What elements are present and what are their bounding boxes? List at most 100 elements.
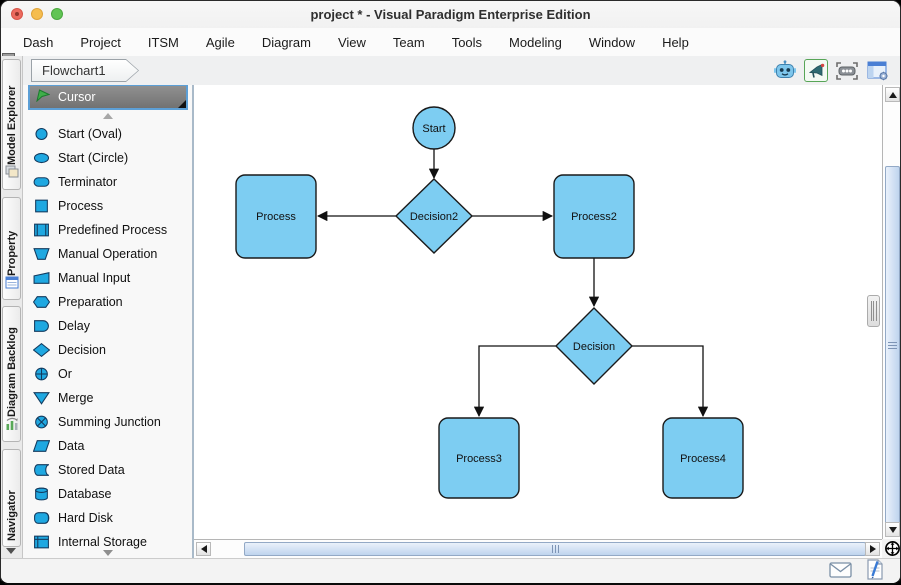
palette-item-stored-data[interactable]: Stored Data: [23, 458, 192, 482]
menu-dash[interactable]: Dash: [23, 34, 54, 50]
palette-item-summing-junction[interactable]: Summing Junction: [23, 410, 192, 434]
palette-scroll-up-icon[interactable]: [102, 113, 113, 119]
mail-icon[interactable]: [829, 561, 852, 583]
start-oval-icon: [32, 127, 50, 141]
minimize-button[interactable]: [31, 8, 43, 20]
sidebar-tab-label: Model Explorer: [5, 85, 18, 165]
manual-operation-icon: [32, 247, 50, 261]
menu-diagram[interactable]: Diagram: [261, 34, 311, 50]
close-button[interactable]: [11, 8, 23, 20]
shape-palette: Cursor Start (Oval) Start (Circle) Termi…: [23, 85, 194, 558]
vertical-scrollbar[interactable]: [882, 85, 900, 539]
menu-tools[interactable]: Tools: [451, 34, 483, 50]
palette-item-label: Process: [58, 199, 104, 213]
scroll-left-button[interactable]: [196, 542, 211, 556]
sidebar-tab-navigator[interactable]: Navigator: [2, 449, 21, 547]
sidebar-tab-model-explorer[interactable]: Model Explorer: [2, 59, 21, 190]
menu-modeling[interactable]: Modeling: [509, 34, 562, 50]
palette-item-label: Manual Input: [58, 271, 131, 285]
strip-more-arrow-icon[interactable]: [6, 548, 16, 554]
palette-item-predefined-process[interactable]: Predefined Process: [23, 218, 192, 242]
menu-bar: Dash Project ITSM Agile Diagram View Tea…: [1, 28, 900, 57]
palette-item-label: Or: [58, 367, 72, 381]
palette-item-start-oval[interactable]: Start (Oval): [23, 122, 192, 146]
tab-label: Flowchart1: [42, 63, 106, 78]
menu-help[interactable]: Help: [662, 34, 689, 50]
scroll-up-button[interactable]: [885, 87, 900, 102]
palette-item-manual-operation[interactable]: Manual Operation: [23, 242, 192, 266]
node-decision2[interactable]: Decision2: [394, 178, 474, 254]
pan-crosshair-icon: [884, 541, 900, 556]
palette-item-manual-input[interactable]: Manual Input: [23, 266, 192, 290]
svg-text:Process4: Process4: [680, 453, 726, 465]
data-icon: [32, 439, 50, 453]
palette-item-start-circle[interactable]: Start (Circle): [23, 146, 192, 170]
node-decision[interactable]: Decision: [555, 307, 633, 385]
diagram-canvas[interactable]: Start Process Decision2 Process2 Decisio…: [194, 85, 882, 539]
palette-item-database[interactable]: Database: [23, 482, 192, 506]
palette-item-label: Delay: [58, 319, 90, 333]
palette-item-preparation[interactable]: Preparation: [23, 290, 192, 314]
palette-item-label: Hard Disk: [58, 511, 113, 525]
node-start[interactable]: Start: [412, 106, 456, 150]
ai-robot-icon[interactable]: [773, 59, 797, 82]
palette-item-delay[interactable]: Delay: [23, 314, 192, 338]
edge-decision-process4[interactable]: [632, 345, 709, 418]
predefined-process-icon: [32, 223, 50, 237]
horizontal-scrollbar[interactable]: [194, 539, 882, 558]
menu-team[interactable]: Team: [392, 34, 425, 50]
sidebar-tab-label: Navigator: [5, 490, 18, 541]
right-arrow-icon: [869, 545, 876, 553]
vertical-scroll-thumb[interactable]: [885, 166, 900, 524]
horizontal-scroll-thumb[interactable]: [244, 542, 866, 556]
panel-splitter-grip[interactable]: [867, 295, 880, 327]
flowchart-svg: Start Process Decision2 Process2 Decisio…: [235, 106, 744, 499]
scroll-down-button[interactable]: [885, 522, 900, 537]
svg-text:Process2: Process2: [571, 211, 617, 223]
palette-item-process[interactable]: Process: [23, 194, 192, 218]
palette-item-or[interactable]: Or: [23, 362, 192, 386]
panel-layout-icon[interactable]: [866, 59, 890, 82]
title-bar: project * - Visual Paradigm Enterprise E…: [1, 1, 900, 29]
node-process3[interactable]: Process3: [438, 417, 520, 499]
node-process2[interactable]: Process2: [553, 174, 635, 259]
palette-item-merge[interactable]: Merge: [23, 386, 192, 410]
palette-item-decision[interactable]: Decision: [23, 338, 192, 362]
diagram-backlog-icon: [5, 417, 19, 436]
svg-text:Decision: Decision: [573, 341, 615, 353]
edge-decision-process3[interactable]: [473, 345, 556, 418]
palette-item-label: Decision: [58, 343, 106, 357]
menu-agile[interactable]: Agile: [205, 34, 235, 50]
pan-tool-button[interactable]: [882, 539, 900, 558]
svg-text:Process3: Process3: [456, 453, 502, 465]
palette-item-terminator[interactable]: Terminator: [23, 170, 192, 194]
node-process[interactable]: Process: [235, 174, 317, 259]
palette-item-internal-storage[interactable]: Internal Storage: [23, 530, 192, 554]
palette-item-cursor[interactable]: Cursor: [28, 85, 188, 110]
sidebar-tab-property[interactable]: Property: [2, 197, 21, 300]
palette-item-label: Summing Junction: [58, 415, 161, 429]
notes-icon[interactable]: [866, 559, 884, 583]
palette-scroll-down-icon[interactable]: [102, 550, 113, 556]
summing-junction-icon: [32, 415, 50, 429]
scroll-right-button[interactable]: [865, 542, 880, 556]
palette-item-hard-disk[interactable]: Hard Disk: [23, 506, 192, 530]
zoom-button[interactable]: [51, 8, 63, 20]
sidebar-tab-diagram-backlog[interactable]: Diagram Backlog: [2, 306, 21, 442]
menu-project[interactable]: Project: [80, 34, 121, 50]
menu-view[interactable]: View: [337, 34, 366, 50]
merge-icon: [32, 391, 50, 405]
tab-flowchart1[interactable]: Flowchart1: [31, 59, 139, 82]
cursor-flag-icon: [36, 89, 51, 105]
menu-itsm[interactable]: ITSM: [147, 34, 179, 50]
left-arrow-icon: [200, 545, 207, 553]
node-process4[interactable]: Process4: [662, 417, 744, 499]
window-title: project * - Visual Paradigm Enterprise E…: [310, 7, 591, 22]
or-icon: [32, 367, 50, 381]
svg-text:Start: Start: [422, 123, 445, 135]
announcement-icon[interactable]: [804, 59, 828, 82]
stored-data-icon: [32, 463, 50, 477]
palette-item-data[interactable]: Data: [23, 434, 192, 458]
marquee-icon[interactable]: [835, 59, 859, 82]
menu-window[interactable]: Window: [588, 34, 636, 50]
